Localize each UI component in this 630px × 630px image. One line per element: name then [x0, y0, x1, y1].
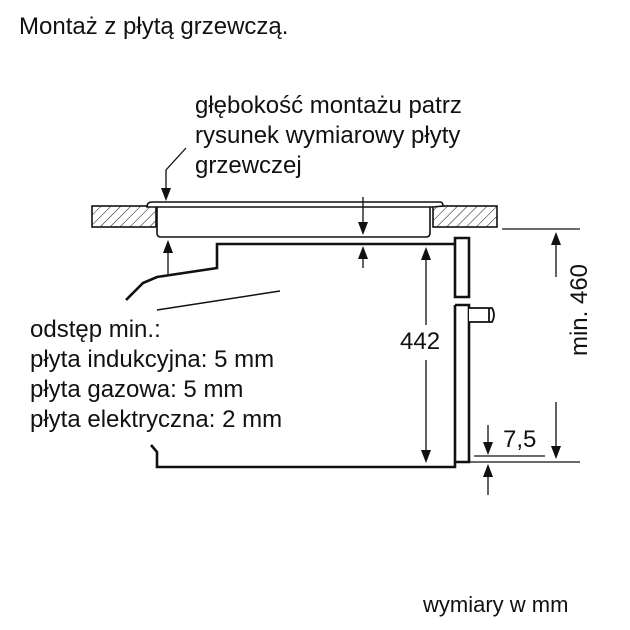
clearance-arrow	[163, 240, 173, 274]
dimension-7-5-lines	[474, 425, 545, 495]
diagram-title: Montaż z płytą grzewczą.	[19, 13, 289, 40]
hob-depth-note-line: głębokość montażu patrz	[195, 92, 462, 119]
clearance-heading: odstęp min.:	[30, 316, 161, 343]
clearance-item-electric: płyta elektryczna: 2 mm	[30, 406, 283, 433]
dimension-442-arrows	[421, 247, 431, 463]
hob-depth-leader	[161, 147, 187, 201]
countertop-right	[432, 205, 498, 228]
hob-depth-note-line: grzewczej	[195, 152, 302, 179]
hob-depth-arrow	[358, 197, 368, 268]
interior-line	[156, 290, 281, 311]
dimension-460-lines	[462, 228, 580, 463]
dimension-460-label: min. 460	[566, 263, 593, 357]
countertop-left	[91, 205, 157, 228]
hob	[146, 201, 444, 238]
handle-knob	[469, 307, 495, 323]
clearance-item-gas: płyta gazowa: 5 mm	[30, 376, 244, 403]
dimension-7-5-label: 7,5	[503, 426, 537, 453]
hob-depth-note-line: rysunek wymiarowy płyty	[195, 122, 461, 149]
dimension-442-label: 442	[400, 328, 441, 355]
clearance-item-induction: płyta indukcyjna: 5 mm	[30, 346, 275, 373]
units-note: wymiary w mm	[423, 592, 569, 617]
